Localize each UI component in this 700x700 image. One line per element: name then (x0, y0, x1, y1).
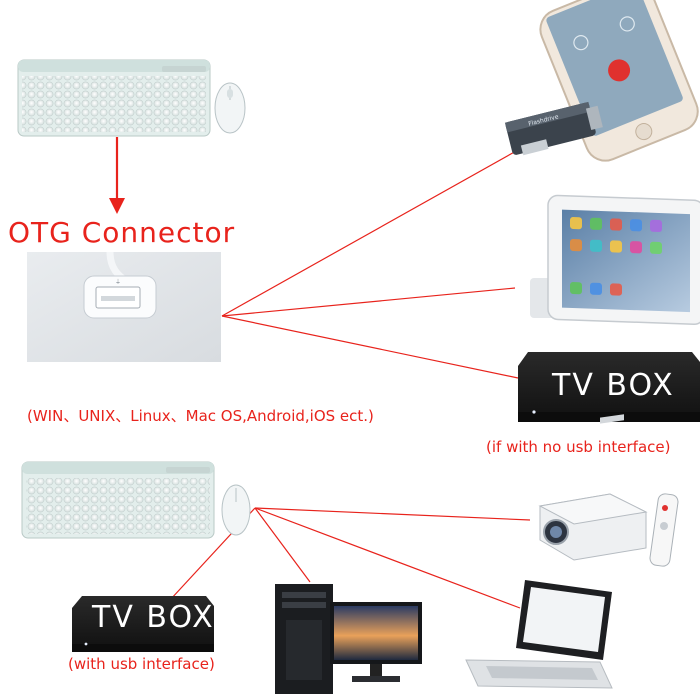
line-to-desktop (254, 507, 311, 583)
line-to-tvbox-top (221, 315, 519, 379)
laptop-icon (465, 580, 613, 689)
monitor-icon (330, 602, 422, 682)
tv-box-bottom-caption: (with usb interface) (68, 655, 215, 673)
supported-os-list: (WIN、UNIX、Linux、Mac OS,Android,iOS ect.) (27, 407, 374, 425)
mouse-icon (214, 82, 246, 134)
line-to-phone (221, 149, 519, 317)
tv-box-icon (72, 596, 214, 652)
tablet-icon (530, 194, 700, 325)
keyboard-icon (21, 461, 215, 539)
connection-lines (169, 149, 531, 609)
line-to-laptop (254, 507, 521, 609)
remote-icon (649, 493, 679, 567)
otg-connector-image: ⏚ (27, 251, 221, 362)
line-to-tablet (221, 287, 516, 317)
tv-box-top-caption: (if with no usb interface) (486, 438, 671, 456)
otg-connector-title: OTG Connector (8, 216, 236, 249)
svg-text:⏚: ⏚ (115, 279, 121, 286)
keyboard-icon (17, 59, 211, 137)
flash-drive-icon (504, 101, 603, 156)
mouse-icon (221, 484, 251, 536)
desktop-tower-icon (275, 584, 333, 694)
projector-icon (538, 414, 648, 561)
tv-box-top-label: TV BOX (552, 368, 675, 403)
tv-box-bottom-label: TV BOX (92, 600, 215, 635)
line-to-projector (254, 507, 531, 521)
down-arrow-icon (109, 137, 125, 214)
